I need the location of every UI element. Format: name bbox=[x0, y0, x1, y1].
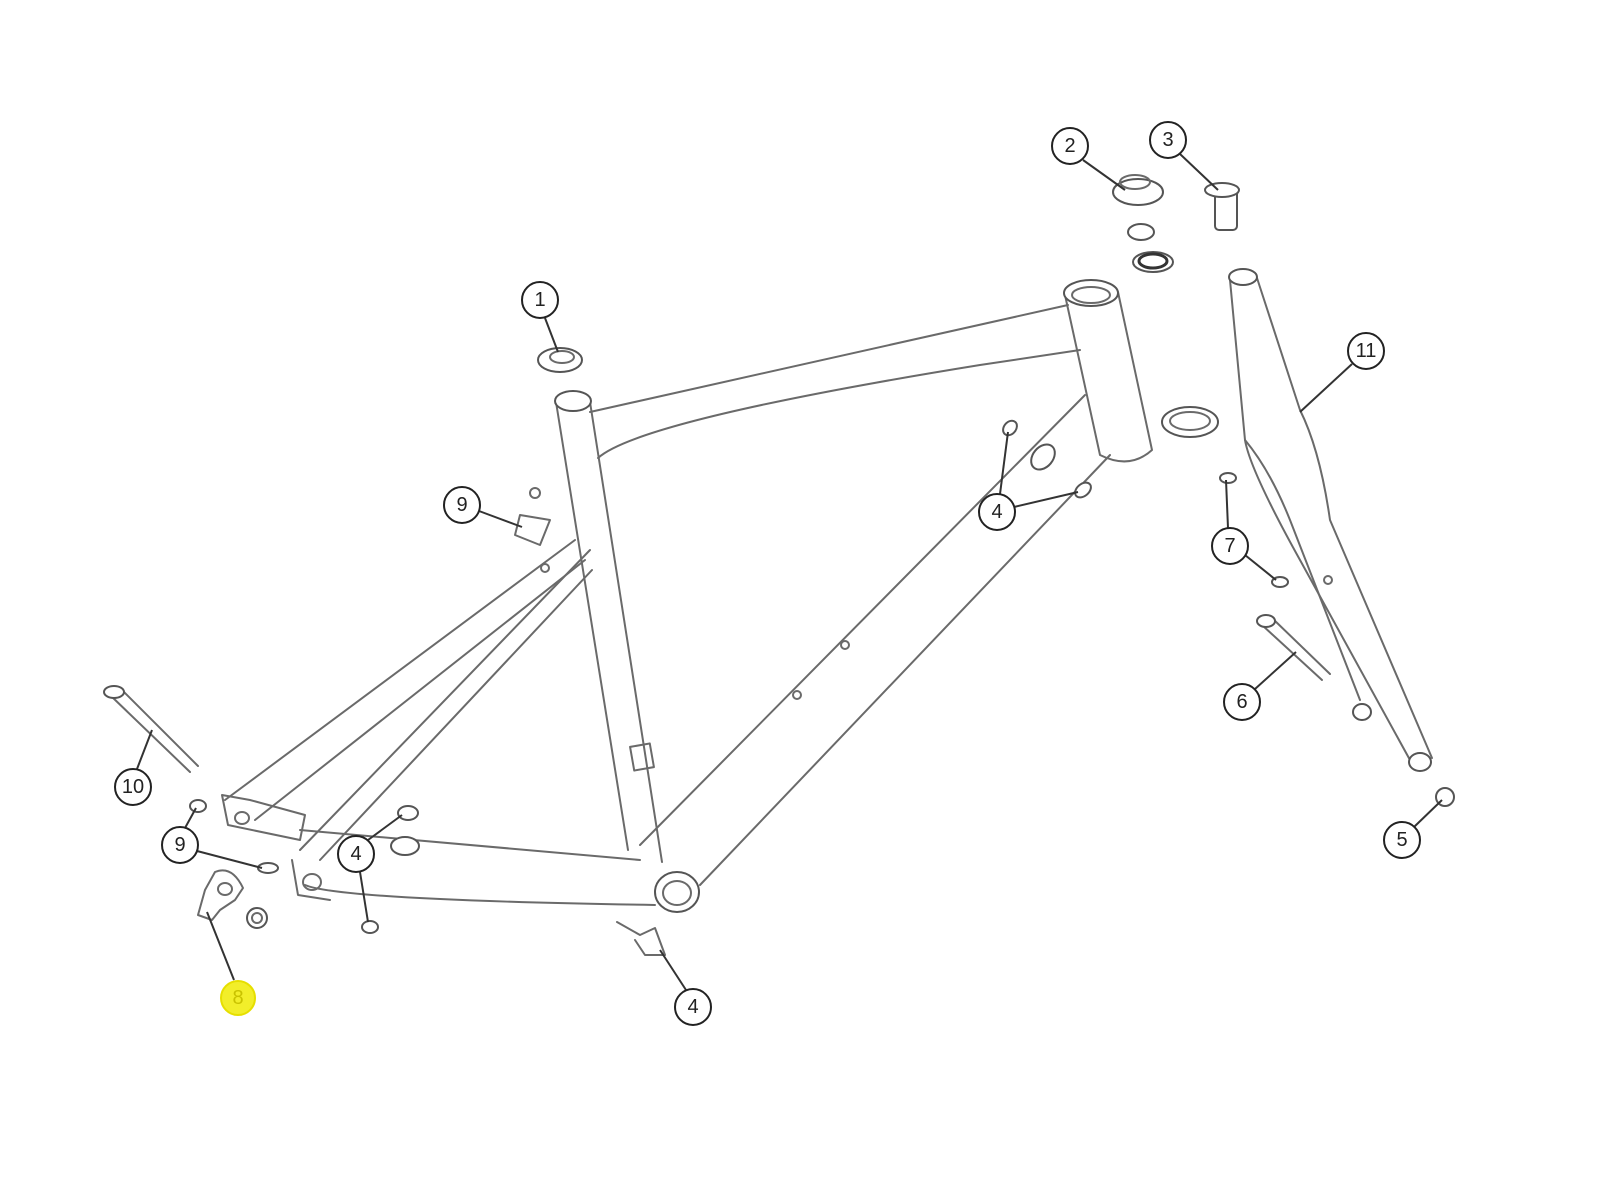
callout-8-highlighted: 8 bbox=[206, 911, 256, 1016]
svg-text:6: 6 bbox=[1236, 691, 1247, 713]
callout-4-bb: 4 bbox=[659, 949, 712, 1026]
svg-text:2: 2 bbox=[1064, 135, 1075, 157]
callout-10: 10 bbox=[114, 729, 153, 806]
svg-text:4: 4 bbox=[350, 843, 361, 865]
callout-11: 11 bbox=[1299, 332, 1385, 413]
callout-3: 3 bbox=[1149, 121, 1219, 191]
callout-1: 1 bbox=[521, 281, 559, 353]
svg-text:1: 1 bbox=[534, 289, 545, 311]
callout-2: 2 bbox=[1051, 127, 1126, 191]
callout-9-lower: 9 bbox=[161, 807, 263, 869]
svg-text:9: 9 bbox=[456, 494, 467, 516]
small-parts bbox=[103, 174, 1455, 956]
svg-text:10: 10 bbox=[122, 776, 144, 798]
svg-text:5: 5 bbox=[1396, 829, 1407, 851]
svg-text:8: 8 bbox=[232, 987, 243, 1009]
callout-6: 6 bbox=[1223, 651, 1297, 721]
callout-4-downtube: 4 bbox=[978, 431, 1079, 531]
svg-text:4: 4 bbox=[991, 501, 1002, 523]
frame bbox=[221, 279, 1153, 913]
svg-text:9: 9 bbox=[174, 834, 185, 856]
svg-text:3: 3 bbox=[1162, 129, 1173, 151]
svg-text:7: 7 bbox=[1224, 535, 1235, 557]
callout-4-chainstay: 4 bbox=[337, 814, 403, 923]
callout-7: 7 bbox=[1211, 479, 1277, 581]
callouts: 1 2 3 11 9 4 7 6 10 9 4 8 4 5 bbox=[114, 121, 1443, 1026]
fork bbox=[1228, 268, 1433, 772]
callout-5: 5 bbox=[1383, 799, 1443, 859]
svg-text:11: 11 bbox=[1356, 340, 1377, 362]
callout-9-upper: 9 bbox=[443, 486, 523, 528]
svg-text:4: 4 bbox=[687, 996, 698, 1018]
